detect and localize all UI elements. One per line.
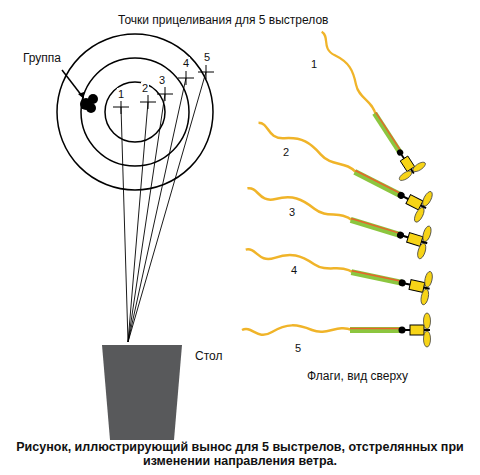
callout-number: 5: [294, 342, 302, 355]
callout-number: 4: [290, 264, 298, 277]
callout-number: 2: [141, 82, 149, 95]
callout-number: 4: [182, 57, 190, 70]
callout-number: 3: [158, 74, 166, 87]
group-label: Группа: [22, 52, 62, 66]
target: [57, 34, 213, 190]
wind-flag: [242, 172, 432, 260]
wind-flag: [242, 313, 431, 347]
group-leader: [62, 70, 82, 96]
callout-number: 1: [310, 58, 318, 71]
caption: Рисунок, иллюстрирующий вынос для 5 выст…: [5, 440, 475, 469]
table-label: Стол: [194, 350, 223, 364]
sight-lines: [121, 72, 206, 342]
callout-number: 2: [282, 146, 290, 159]
title: Точки прицеливания для 5 выстрелов: [118, 14, 329, 28]
flags-label: Флаги, вид сверху: [306, 370, 409, 384]
group-arrowhead: [78, 92, 84, 99]
callout-number: 3: [288, 206, 296, 219]
wind-flag: [251, 108, 434, 224]
wind-flag: [242, 233, 433, 305]
table-shape: [102, 345, 182, 440]
callout-number: 1: [117, 88, 125, 101]
callout-number: 5: [203, 51, 211, 64]
